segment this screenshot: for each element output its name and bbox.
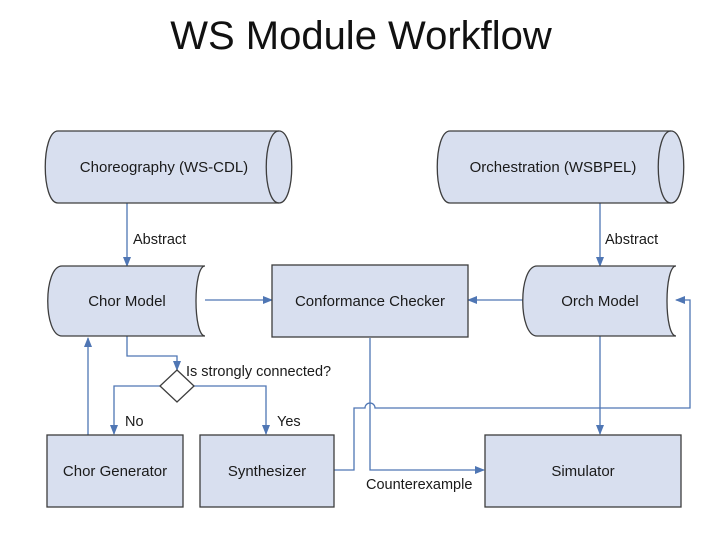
arrow-decision-no-to-chor-generator: [110, 385, 160, 435]
conformance-checker-label: Conformance Checker: [295, 293, 445, 310]
simulator-label: Simulator: [551, 463, 614, 480]
arrow-decision-yes-to-synthesizer: [194, 385, 270, 435]
chor-model-node: Chor Model: [47, 265, 206, 337]
connectors: [84, 203, 691, 474]
decision-diamond: [159, 369, 195, 403]
chor-generator-label: Chor Generator: [63, 463, 167, 480]
yes-label: Yes: [277, 414, 301, 430]
counterexample-label: Counterexample: [366, 477, 472, 493]
diagram-title: WS Module Workflow: [170, 14, 552, 58]
choreography-label: Choreography (WS-CDL): [80, 159, 248, 176]
arrow-synthesizer-to-orch-model: [334, 296, 691, 471]
chor-model-label: Chor Model: [88, 293, 166, 310]
orch-model-label: Orch Model: [561, 293, 639, 310]
orchestration-node: Orchestration (WSBPEL): [436, 130, 685, 204]
decision-label: Is strongly connected?: [186, 364, 331, 380]
synthesizer-node: Synthesizer: [199, 434, 335, 508]
simulator-node: Simulator: [484, 434, 682, 508]
no-label: No: [125, 414, 144, 430]
chor-generator-node: Chor Generator: [46, 434, 184, 508]
conformance-checker-node: Conformance Checker: [271, 264, 469, 338]
arrow-conformance-checker-to-simulator: [369, 338, 485, 474]
synthesizer-label: Synthesizer: [228, 463, 306, 480]
abstract-label-left: Abstract: [133, 232, 186, 248]
abstract-label-right: Abstract: [605, 232, 658, 248]
orchestration-label: Orchestration (WSBPEL): [470, 159, 637, 176]
arrow-chor-model-to-decision: [126, 336, 181, 371]
choreography-node: Choreography (WS-CDL): [44, 130, 293, 204]
orch-model-node: Orch Model: [522, 265, 677, 337]
